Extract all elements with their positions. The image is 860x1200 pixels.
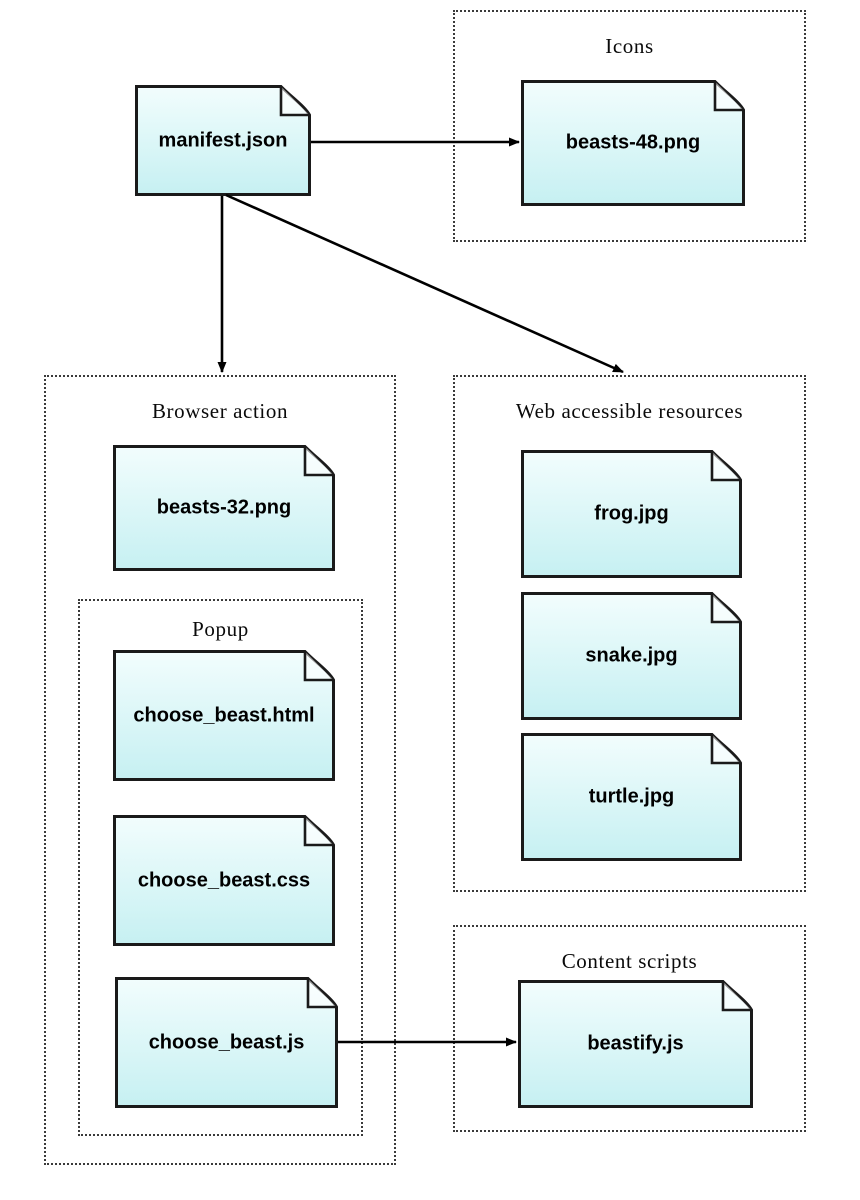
file-node-beasts48[interactable]: beasts-48.png [521, 80, 745, 206]
group-label-content: Content scripts [561, 949, 698, 973]
file-node-snake[interactable]: snake.jpg [521, 592, 742, 720]
group-browser: Browser action [44, 375, 396, 1165]
file-node-beastify[interactable]: beastify.js [518, 980, 753, 1108]
file-shape-choosebeasthtml [113, 650, 335, 781]
group-content: Content scripts [453, 925, 806, 1132]
file-shape-choosebeastcss [113, 815, 335, 946]
file-shape-beasts48 [521, 80, 745, 206]
file-shape-turtle [521, 733, 742, 861]
file-node-choosebeasthtml[interactable]: choose_beast.html [113, 650, 335, 781]
group-webres: Web accessible resources [453, 375, 806, 892]
file-node-choosebeastjs[interactable]: choose_beast.js [115, 977, 338, 1108]
file-shape-beasts32 [113, 445, 335, 571]
file-node-frog[interactable]: frog.jpg [521, 450, 742, 578]
file-shape-snake [521, 592, 742, 720]
group-label-popup: Popup [192, 617, 249, 641]
file-shape-frog [521, 450, 742, 578]
file-shape-manifest [135, 85, 311, 196]
group-label-webres: Web accessible resources [515, 399, 744, 423]
group-popup: Popup [78, 599, 363, 1136]
file-shape-choosebeastjs [115, 977, 338, 1108]
file-node-manifest[interactable]: manifest.json [135, 85, 311, 196]
file-node-beasts32[interactable]: beasts-32.png [113, 445, 335, 571]
file-node-turtle[interactable]: turtle.jpg [521, 733, 742, 861]
file-shape-beastify [518, 980, 753, 1108]
group-label-icons: Icons [605, 34, 654, 58]
group-label-browser: Browser action [151, 399, 289, 423]
group-icons: Icons [453, 10, 806, 242]
file-node-choosebeastcss[interactable]: choose_beast.css [113, 815, 335, 946]
